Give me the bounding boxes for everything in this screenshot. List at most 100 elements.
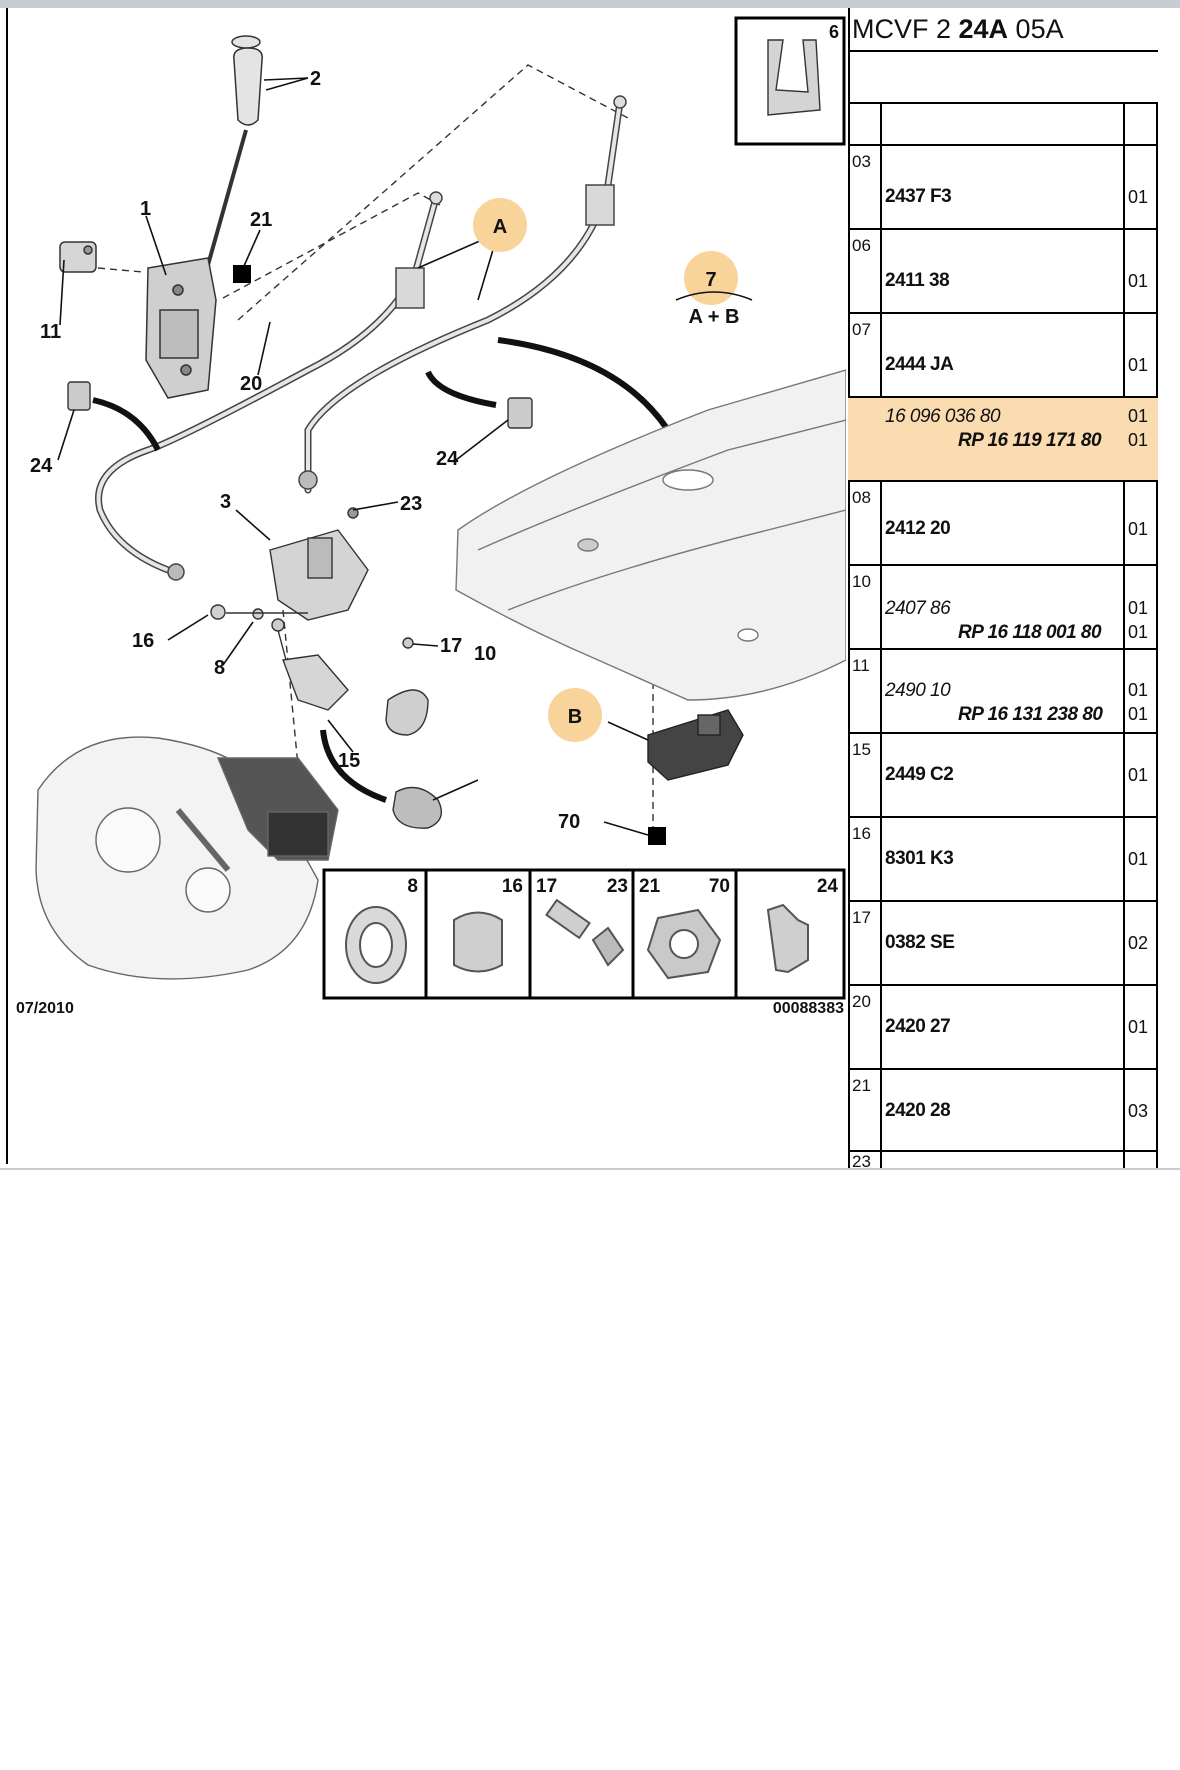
table-col-divider-1 [880, 102, 882, 1168]
hardware-inset-strip: 8 16 17 23 21 70 24 [322, 868, 846, 1000]
quantity: 01 [1128, 406, 1149, 426]
table-right-border [1156, 102, 1158, 1168]
table-row-highlighted[interactable]: 16 096 036 80 RP 16 119 171 80 01 01 [848, 396, 1158, 480]
inset-label-24: 24 [817, 876, 839, 897]
table-row[interactable]: 23 [848, 1150, 1158, 1170]
callout-24-left: 24 [30, 455, 53, 477]
quantity: 03 [1128, 1101, 1149, 1121]
table-row[interactable]: 03 2437 F3 01 [848, 144, 1158, 228]
callout-20: 20 [240, 373, 262, 395]
quantity: 01 [1128, 680, 1149, 700]
viewer-top-bar [0, 0, 1180, 8]
table-row[interactable]: 08 2412 20 01 [848, 480, 1158, 564]
table-row[interactable]: 07 2444 JA 01 [848, 312, 1158, 396]
table-title-prefix: MCVF 2 [852, 14, 959, 44]
damper-illustration [647, 709, 744, 781]
part-reference: 0382 SE [885, 932, 955, 953]
square-marker-21 [233, 265, 251, 283]
floor-pan-illustration [455, 369, 846, 701]
callout-24-right: 24 [436, 448, 459, 470]
item-number: 21 [852, 1076, 871, 1095]
part-reference: 2444 JA [885, 354, 954, 375]
gear-cables-illustration [95, 95, 627, 581]
part-reference: 16 096 036 80 [885, 406, 1001, 427]
callout-70: 70 [558, 811, 580, 833]
table-row[interactable]: 17 0382 SE 02 [848, 900, 1158, 984]
table-row[interactable]: 20 2420 27 01 [848, 984, 1158, 1068]
callout-2: 2 [310, 68, 321, 90]
table-title-suffix: 05A [1008, 14, 1064, 44]
callout-1: 1 [140, 198, 151, 220]
item-number: 07 [852, 320, 871, 339]
selector-bracket-illustration [269, 507, 369, 621]
callout-3: 3 [220, 491, 231, 513]
quantity: 01 [1128, 355, 1149, 375]
item-number: 15 [852, 740, 871, 759]
table-row[interactable]: 10 2407 86 RP 16 118 001 80 01 01 [848, 564, 1158, 648]
table-row[interactable]: 21 2420 28 03 [848, 1068, 1158, 1152]
gearbox-illustration [35, 736, 339, 980]
table-col-divider-2 [1123, 102, 1125, 1168]
callout-10: 10 [474, 643, 496, 665]
callout-label-7: 7 [705, 269, 716, 291]
zone-badge-b [548, 688, 602, 742]
callout-badge-7 [684, 251, 738, 305]
replacement-part-reference: RP 16 118 001 80 [958, 622, 1102, 643]
table-row[interactable]: 16 8301 K3 01 [848, 816, 1158, 900]
callout-21: 21 [250, 209, 272, 231]
diagram-canvas: A B 7 A + B 1 2 3 10 11 15 16 17 20 21 2… [16, 16, 846, 1017]
quantity: 01 [1128, 187, 1149, 207]
item-number: 16 [852, 824, 871, 843]
replacement-part-reference: RP 16 131 238 80 [958, 704, 1103, 725]
quantity: 01 [1128, 1017, 1149, 1037]
table-left-border [848, 8, 850, 1168]
date-stamp: 07/2010 [16, 1000, 74, 1017]
replacement-quantity: 01 [1128, 430, 1149, 450]
table-row[interactable]: 15 2449 C2 01 [848, 732, 1158, 816]
zone-badge-a [473, 198, 527, 252]
frame-left-border [6, 8, 8, 1164]
exploded-parts-diagram: A B 7 A + B 1 2 3 10 11 15 16 17 20 21 2… [8, 10, 846, 1070]
clip-11-illustration [59, 241, 97, 273]
viewer-bottom-edge [0, 1168, 1180, 1170]
inset-label-8: 8 [407, 876, 418, 897]
quantity: 01 [1128, 598, 1149, 618]
item-number: 03 [852, 152, 871, 171]
item-number: 10 [852, 572, 871, 591]
table-header: MCVF 2 24A 05A [848, 8, 1158, 52]
part-reference: 2490 10 [885, 680, 951, 701]
zone-combo-label: A + B [689, 306, 740, 328]
callout-23: 23 [400, 493, 422, 515]
inset-label-17: 17 [536, 876, 557, 897]
inset-label-6: 6 [829, 22, 839, 42]
shifter-base-illustration [145, 257, 217, 399]
washer-nut-illustration [210, 604, 308, 620]
square-marker-70 [648, 827, 666, 845]
item-number: 20 [852, 992, 871, 1011]
quantity: 02 [1128, 933, 1149, 953]
inset-label-16: 16 [502, 876, 523, 897]
replacement-quantity: 01 [1128, 704, 1149, 724]
replacement-part-reference: RP 16 119 171 80 [958, 430, 1102, 451]
part-reference: 2407 86 [885, 598, 951, 619]
clip-24-illustration [67, 381, 533, 429]
item-number: 17 [852, 908, 871, 927]
item-number: 06 [852, 236, 871, 255]
inset-label-21: 21 [639, 876, 661, 897]
table-header-row [848, 102, 1158, 144]
quantity: 01 [1128, 849, 1149, 869]
table-title-bold: 24A [958, 14, 1009, 44]
replacement-quantity: 01 [1128, 622, 1149, 642]
zone-label-b: B [568, 706, 582, 728]
table-row[interactable]: 06 2411 38 01 [848, 228, 1158, 312]
image-reference-number: 00088383 [773, 1000, 844, 1017]
quantity: 01 [1128, 271, 1149, 291]
callout-17: 17 [440, 635, 462, 657]
leader-lines [57, 77, 649, 836]
table-row[interactable]: 11 2490 10 RP 16 131 238 80 01 01 [848, 648, 1158, 732]
callout-16: 16 [132, 630, 154, 652]
part-reference: 2420 27 [885, 1016, 951, 1037]
table-title: MCVF 2 24A 05A [852, 14, 1064, 45]
parts-reference-table: MCVF 2 24A 05A 03 2437 F3 01 06 2411 38 … [848, 8, 1158, 1170]
item-number: 23 [852, 1152, 871, 1170]
